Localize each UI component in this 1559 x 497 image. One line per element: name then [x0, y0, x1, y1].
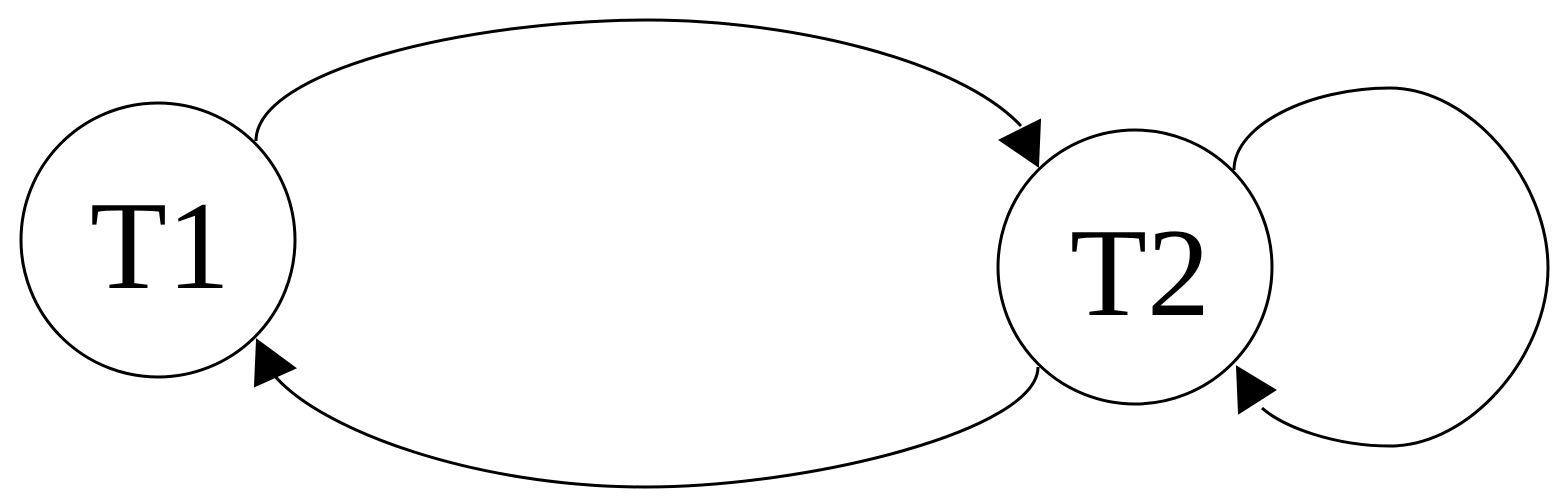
- edge-t2-to-t1-arrowhead: [253, 338, 297, 388]
- node-t2-label: T2: [1070, 204, 1210, 343]
- edge-t1-to-t2-arrowhead: [998, 118, 1042, 168]
- edge-t1-to-t2: [254, 18, 1042, 168]
- node-t1-circle: [19, 101, 297, 379]
- node-t1[interactable]: T1: [19, 101, 297, 379]
- node-t2-circle: [996, 128, 1274, 406]
- edge-t2-to-t1-line: [272, 366, 1040, 489]
- edge-t2-self-loop-arrowhead: [1235, 365, 1277, 415]
- node-t1-label: T1: [90, 177, 230, 316]
- edge-t1-to-t2-line: [254, 18, 1023, 142]
- node-t2[interactable]: T2: [996, 128, 1274, 406]
- edge-t2-to-t1: [253, 338, 1040, 489]
- edge-t2-self-loop-line: [1232, 86, 1550, 448]
- edge-t2-self-loop: [1232, 86, 1550, 448]
